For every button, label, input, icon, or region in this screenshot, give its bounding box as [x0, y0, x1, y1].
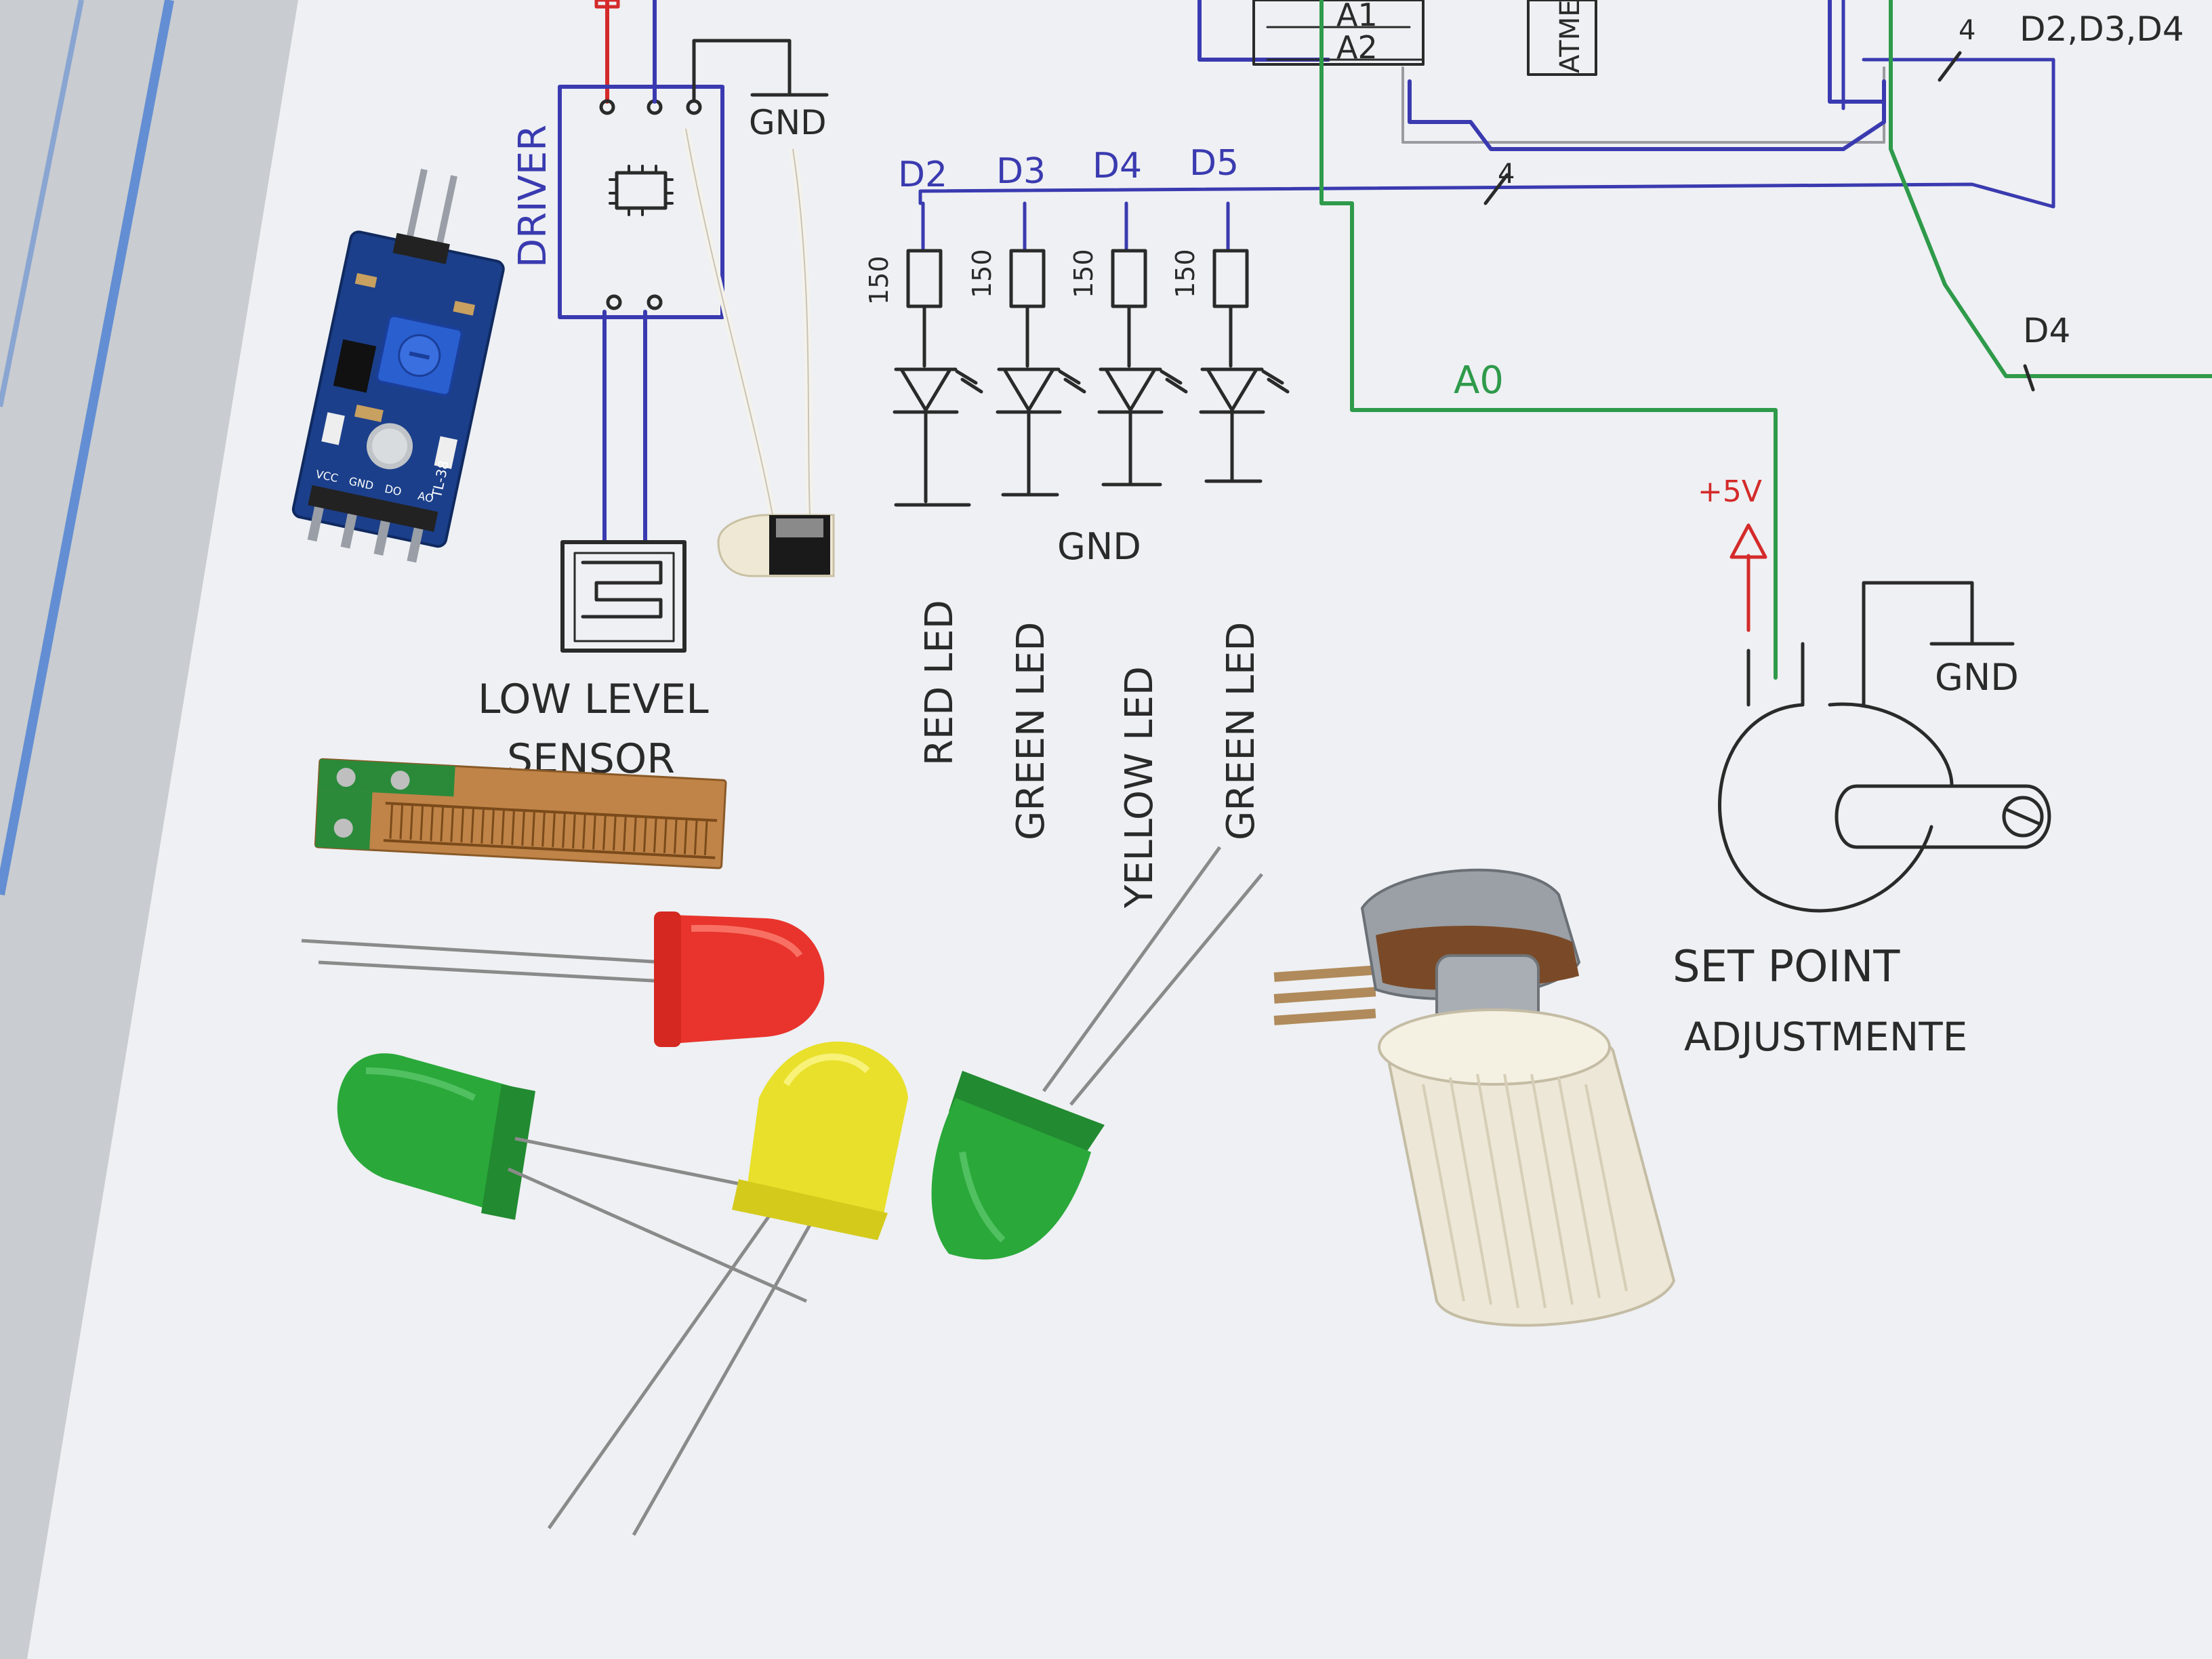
- gnd-label-pot: GND: [1935, 656, 2019, 699]
- schematic-drawing: [558, 0, 2212, 913]
- led-pin-d4: D4: [1092, 146, 1142, 186]
- setpoint-line2: ADJUSTMENTE: [1684, 1014, 1967, 1060]
- bus-count-mid: 4: [1498, 159, 1515, 190]
- copper-level-sensor: [314, 758, 727, 869]
- red-led: [301, 912, 825, 1047]
- gnd-label-top: GND: [749, 103, 827, 142]
- output-bus-label: D2,D3,D4: [2020, 9, 2184, 49]
- led-name-green-2: GREEN LED: [1219, 622, 1263, 840]
- potentiometer-drawing: [1718, 581, 2051, 913]
- led-pin-d5: D5: [1189, 143, 1239, 184]
- module-pin-do: DO: [384, 482, 403, 498]
- setpoint-line1: SET POINT: [1673, 942, 1900, 992]
- potentiometer-with-knob: [1273, 868, 1676, 1327]
- driver-label: DRIVER: [511, 125, 555, 268]
- d4-label: D4: [2023, 311, 2070, 350]
- pin-label-a1: A1: [1336, 0, 1378, 33]
- gnd-label-leds: GND: [1057, 525, 1141, 568]
- module-pin-ao: AO: [417, 489, 435, 505]
- resistor-value-4: 150: [1170, 249, 1200, 298]
- schematic-text: DRIVER GND A1 A2 ATME D2,D3,D4 4 4 D4 A0…: [478, 0, 2184, 1060]
- chip-label: ATME: [1555, 0, 1586, 73]
- driver-module-drawing: [558, 85, 724, 319]
- sensor-module-pcb: VCC GND DO AO TL-38: [291, 169, 505, 563]
- plus5v-label: +5V: [1698, 474, 1762, 509]
- bus-count-top: 4: [1959, 15, 1975, 46]
- green-led-right: [931, 846, 1263, 1260]
- led-name-green-1: GREEN LED: [1009, 622, 1053, 840]
- resistor-value-3: 150: [1069, 249, 1099, 298]
- a0-label: A0: [1454, 359, 1504, 403]
- paper-sheet: [27, 0, 2212, 1659]
- sensor-label-line1: LOW LEVEL: [478, 676, 709, 723]
- resistor-value-2: 150: [967, 249, 997, 298]
- led-pin-d2: D2: [898, 155, 947, 195]
- led-name-red: RED LED: [918, 600, 962, 766]
- yellow-led: [547, 1041, 908, 1536]
- led-name-yellow: YELLOW LED: [1118, 666, 1162, 909]
- led-pin-d3: D3: [996, 151, 1046, 192]
- led-branch-group: [893, 201, 1290, 507]
- reed-component: [682, 128, 835, 577]
- resistor-value-1: 150: [864, 255, 894, 305]
- pin-label-a2: A2: [1336, 29, 1378, 66]
